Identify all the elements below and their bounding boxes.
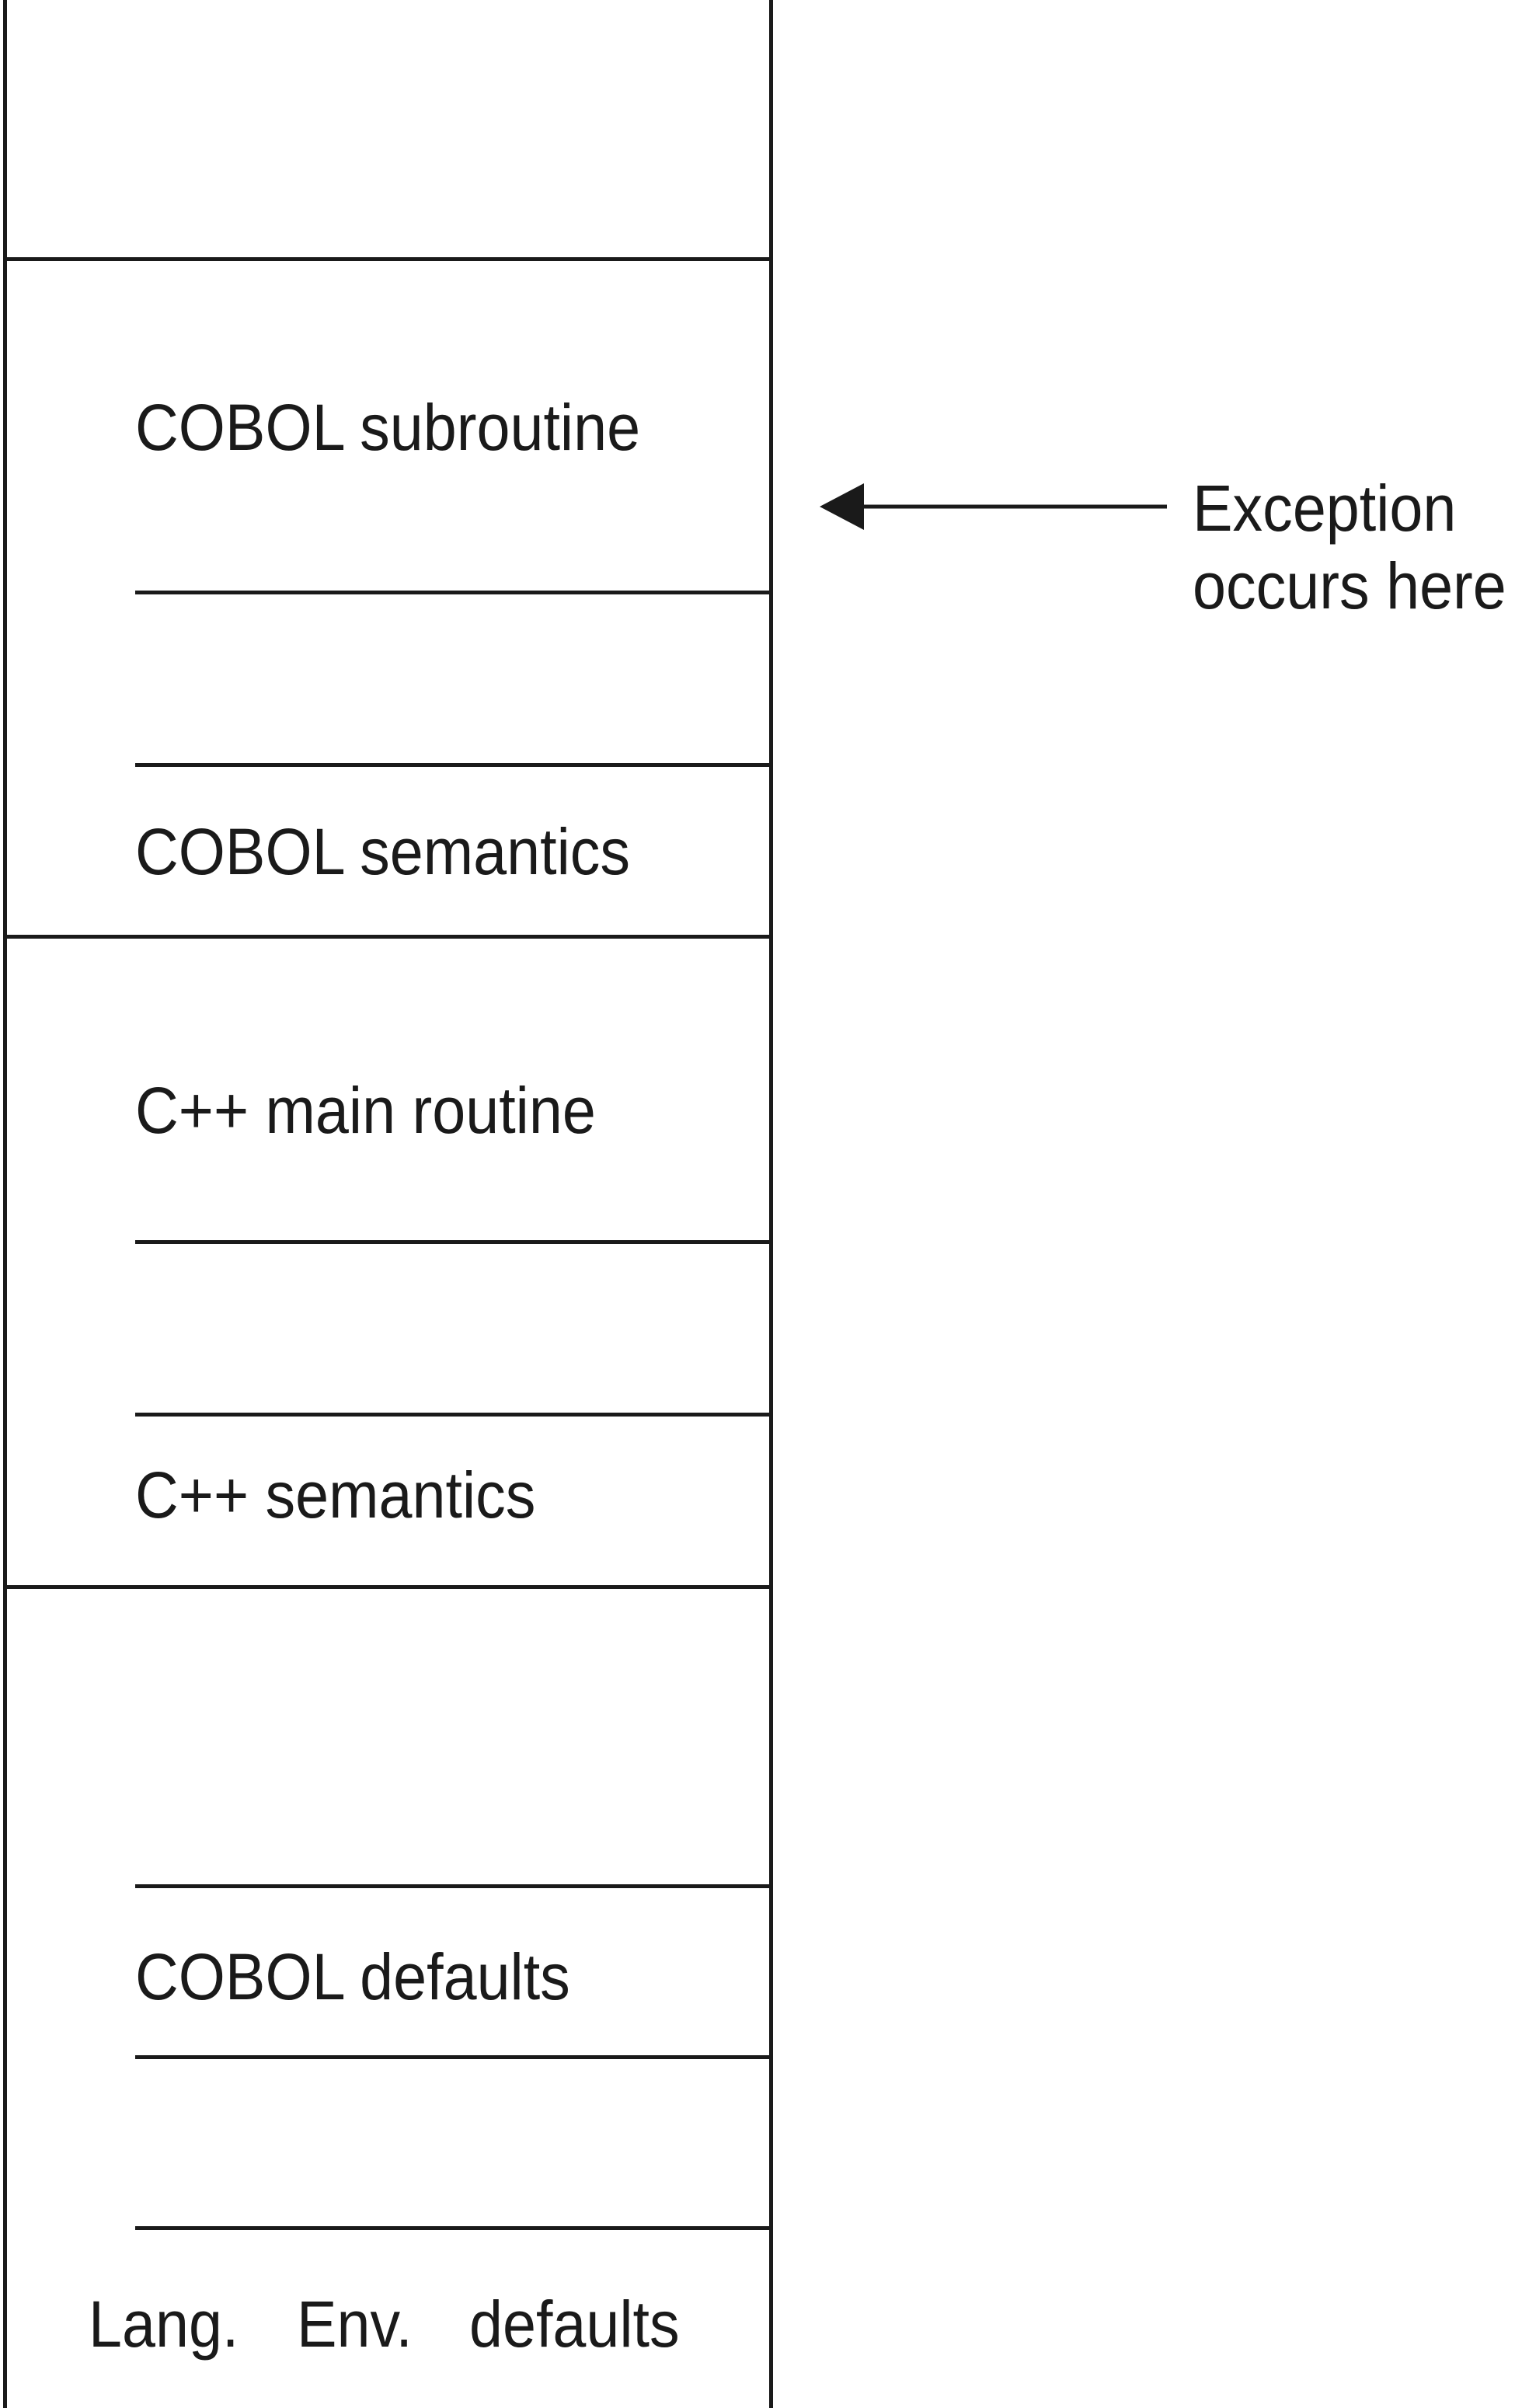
stack-left-border [3, 0, 7, 2408]
label-cpp-semantics: C++ semantics [135, 1458, 536, 1532]
label-defaults: defaults [469, 2288, 680, 2361]
inner-divider-cobol-1 [135, 591, 773, 594]
inner-divider-defaults-1 [135, 1884, 773, 1888]
label-cobol-semantics: COBOL semantics [135, 815, 631, 888]
inner-divider-defaults-3 [135, 2226, 773, 2230]
inner-divider-cpp-1 [135, 1240, 773, 1244]
annotation-text: Exception occurs here [1193, 469, 1506, 625]
label-env: Env. [297, 2288, 413, 2361]
label-cpp-main-routine: C++ main routine [135, 1074, 596, 1147]
label-cobol-subroutine: COBOL subroutine [135, 391, 641, 464]
section-divider-top [3, 257, 773, 261]
inner-divider-defaults-2 [135, 2055, 773, 2059]
section-divider-cpp-defaults [3, 1585, 773, 1589]
section-divider-cobol-cpp [3, 935, 773, 939]
arrow-left-icon [820, 483, 1167, 530]
annotation-line-1: Exception [1193, 472, 1457, 545]
inner-divider-cpp-2 [135, 1413, 773, 1417]
label-lang: Lang. [89, 2288, 239, 2361]
stack-right-border [769, 0, 773, 2408]
label-cobol-defaults: COBOL defaults [135, 1940, 570, 2013]
annotation-line-2: occurs here [1193, 549, 1506, 622]
inner-divider-cobol-2 [135, 763, 773, 767]
